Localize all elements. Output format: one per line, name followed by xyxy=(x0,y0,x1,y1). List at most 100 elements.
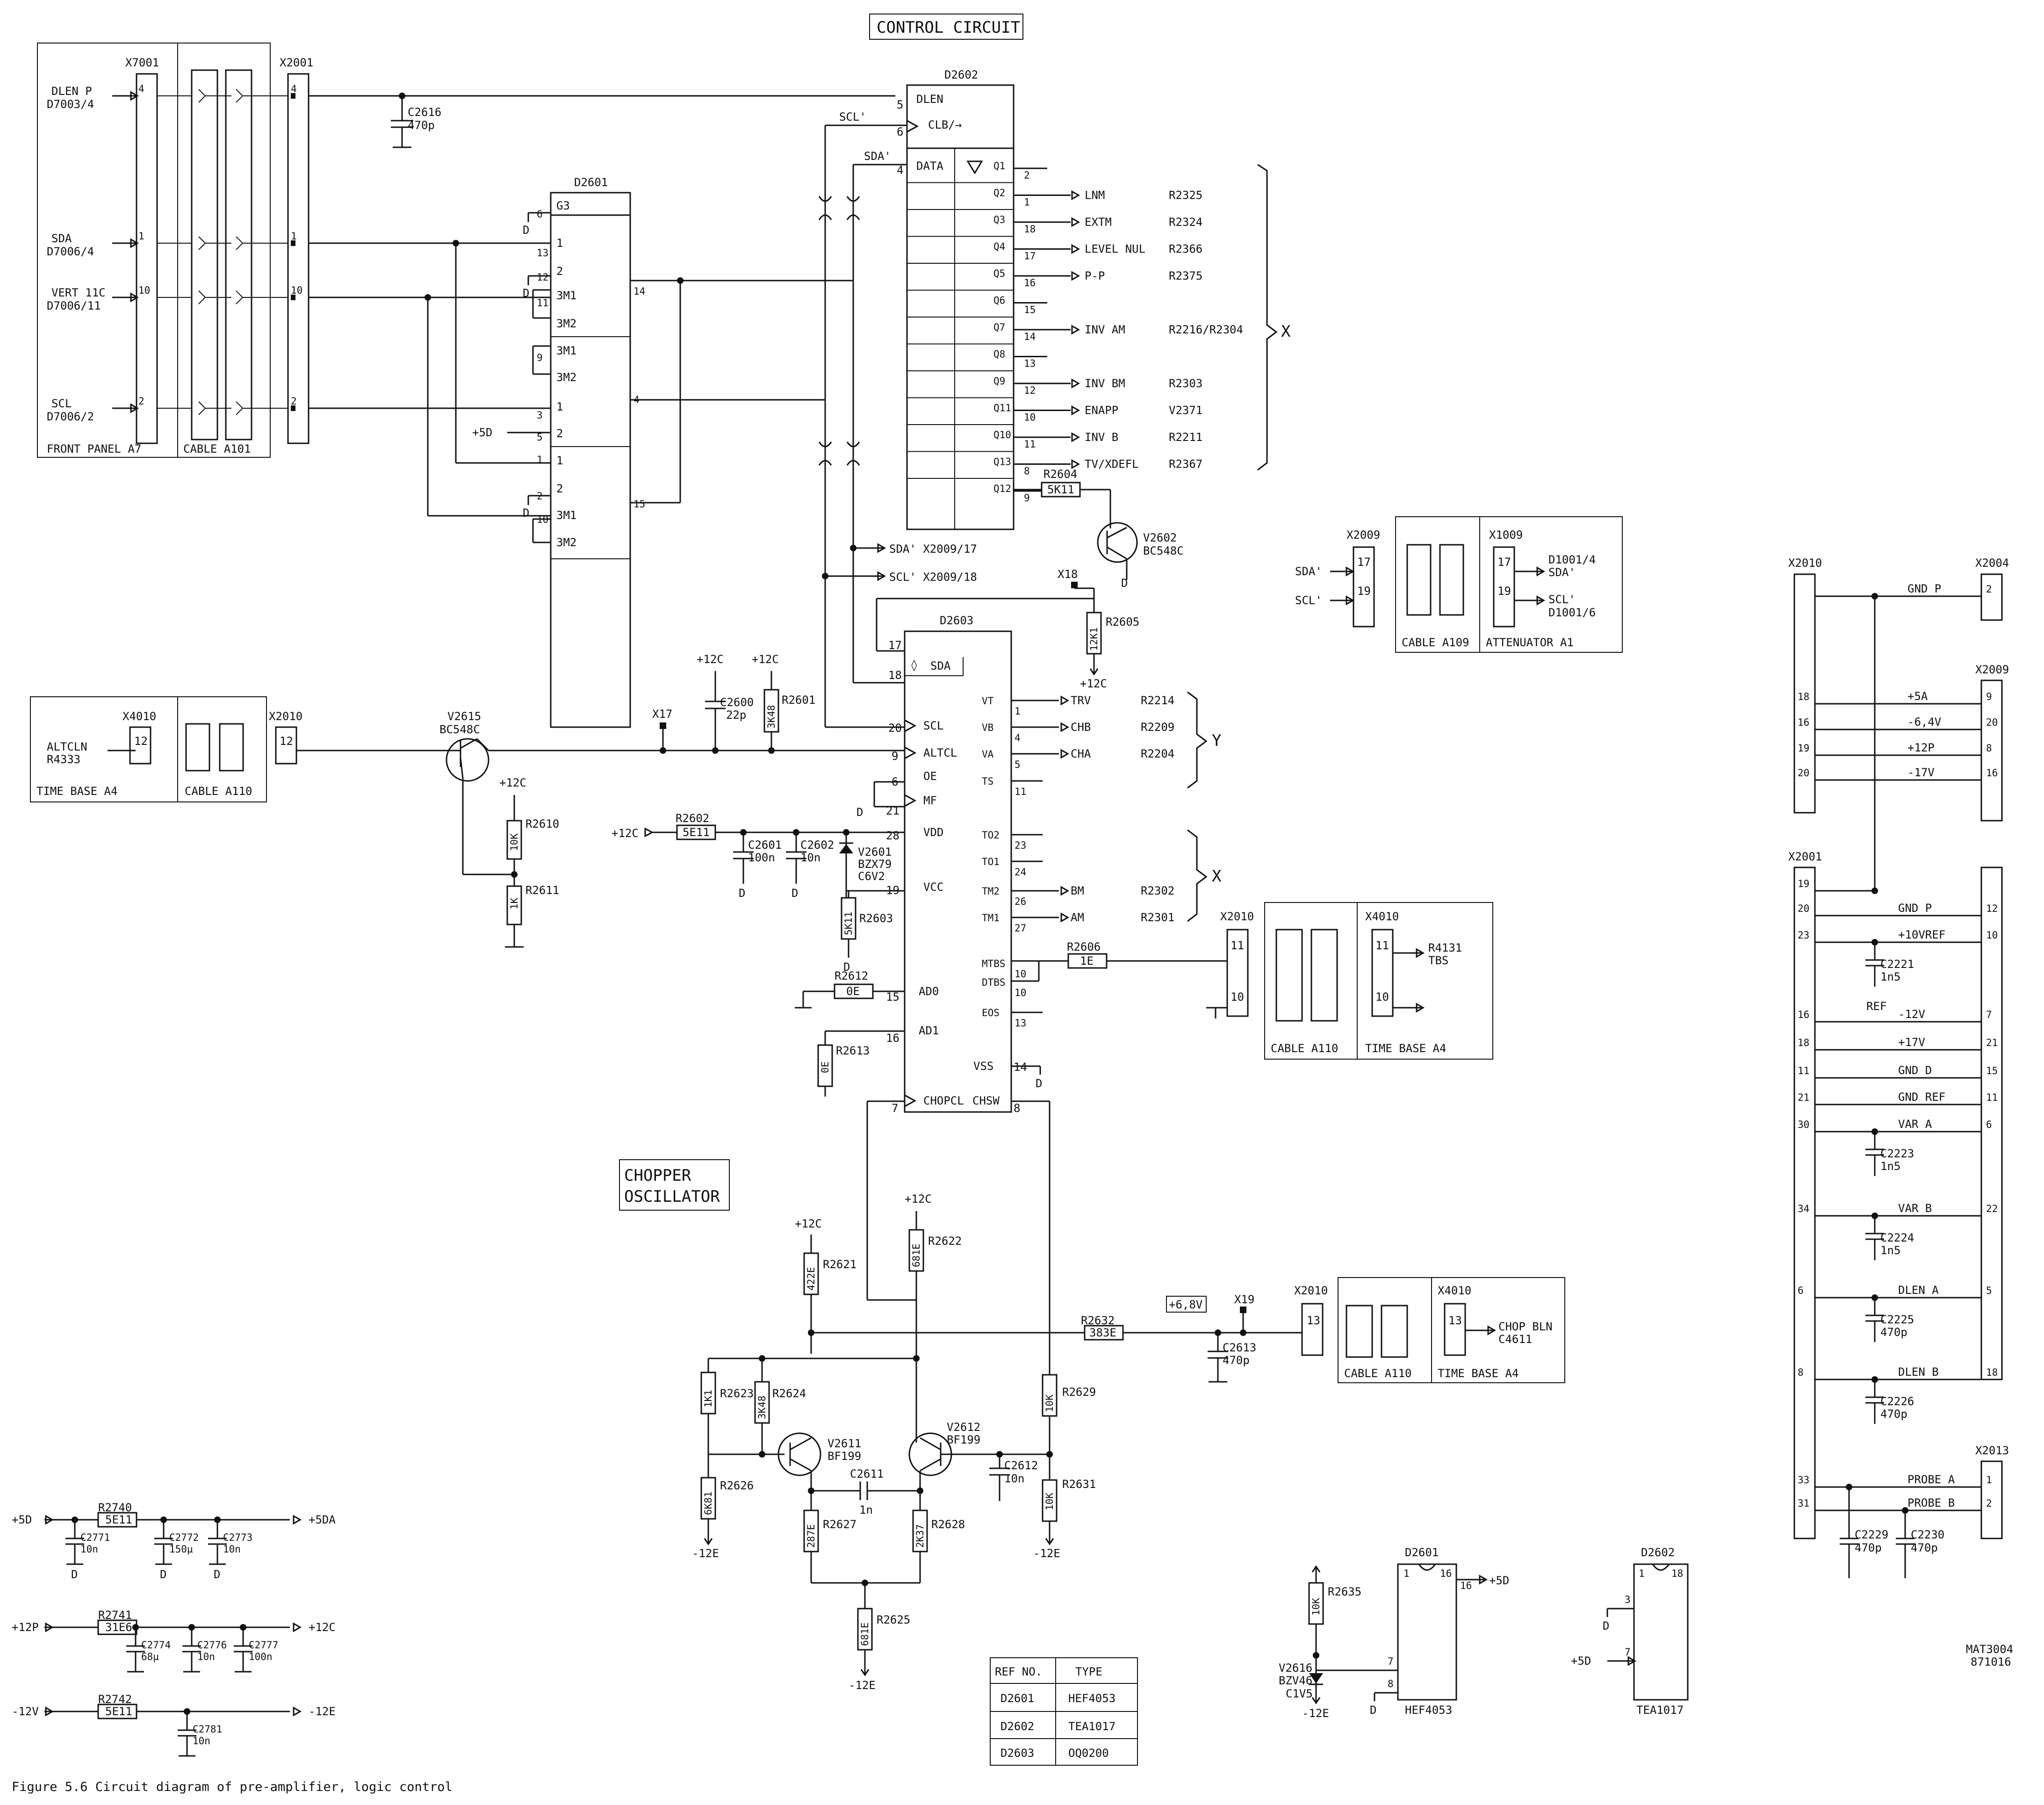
svg-text:16: 16 xyxy=(1460,1580,1472,1591)
bus-pin-left: 30 xyxy=(1798,1119,1809,1130)
x2010-pin11: 11 xyxy=(1231,939,1244,952)
attenuator-sda-ref: D1001/4 xyxy=(1548,553,1596,566)
x2009-scl: SCL' xyxy=(1295,594,1322,607)
r2626-value: 6K81 xyxy=(703,1491,714,1515)
front-signal-name: SCL xyxy=(51,397,72,410)
x4010-pin11: 11 xyxy=(1375,939,1389,952)
d2601-pin: 6 xyxy=(537,209,543,220)
d2601-pin: 5 xyxy=(537,432,543,443)
filter-resistor-label: R2742 xyxy=(98,1693,132,1706)
d2603-pin: 26 xyxy=(1015,896,1026,907)
attenuator-label: ATTENUATOR A1 xyxy=(1486,636,1574,649)
bus-pin-right: 5 xyxy=(1986,1285,1992,1296)
probe-cap-label: C2230 xyxy=(1911,1528,1944,1541)
filter-cap-value: 150µ xyxy=(169,1544,193,1555)
filter-cap-value: 10n xyxy=(193,1735,210,1747)
x2010-pin10: 10 xyxy=(1231,990,1244,1004)
d2601-pin: 9 xyxy=(537,352,543,363)
d2602-pin6: 6 xyxy=(897,125,903,138)
d2603-signal: CHB xyxy=(1071,721,1091,734)
r2622-label: R2622 xyxy=(928,1235,962,1248)
r2624-label: R2624 xyxy=(772,1387,806,1400)
v2601-type: BZX79 xyxy=(858,858,892,871)
v2611-type: BF199 xyxy=(828,1450,861,1463)
bus-cap-value: 1n5 xyxy=(1880,970,1900,983)
d2602-ref: R2366 xyxy=(1169,243,1202,256)
v2612-type: BF199 xyxy=(947,1433,980,1446)
svg-text:19: 19 xyxy=(1497,585,1511,598)
ref-table-cell: D2601 xyxy=(1000,1692,1034,1705)
front-signal-name: SDA xyxy=(51,232,72,245)
rail-5d-d2601: +5D xyxy=(472,426,492,439)
probe-cap-value: 470p xyxy=(1911,1541,1938,1554)
d2602-pin: 17 xyxy=(1024,251,1036,262)
d2601-pin: 15 xyxy=(633,498,645,510)
svg-text:17: 17 xyxy=(1497,556,1511,569)
d2602-pin4: 4 xyxy=(897,164,903,177)
rail-m12e-v2616: -12E xyxy=(1302,1707,1329,1720)
d2603-ad1: AD1 xyxy=(919,1024,939,1037)
rail-12c-r2605: +12C xyxy=(1080,677,1107,690)
d2603-pin17: 17 xyxy=(888,639,902,652)
bus-pin-right: 12 xyxy=(1986,903,1998,914)
bus-cap-value: 1n5 xyxy=(1880,1244,1900,1257)
x2013-label: X2013 xyxy=(1975,1444,2009,1457)
v2616-voltage: C1V5 xyxy=(1286,1687,1313,1700)
rail-12c-r2622: +12C xyxy=(905,1192,932,1206)
d2602-signal: INV AM xyxy=(1085,323,1125,336)
bus-signal: GND P xyxy=(1907,582,1941,595)
filter-cap-label: C2781 xyxy=(193,1724,222,1735)
filter-ground: D xyxy=(214,1568,220,1581)
test-point-x17: X17 xyxy=(652,708,672,721)
d2603-pin: 11 xyxy=(1015,786,1026,797)
test-point-x19: X19 xyxy=(1234,1293,1254,1306)
filter-input: -12V xyxy=(12,1705,39,1718)
vss-ground: D xyxy=(1036,1077,1042,1090)
bus-pin-left: 6 xyxy=(1798,1285,1804,1296)
x4010-label-mid: X4010 xyxy=(1365,910,1399,923)
c2613-value: 470p xyxy=(1223,1354,1250,1367)
d2602-ref: V2371 xyxy=(1169,404,1202,417)
d2603-pin: 10 xyxy=(1015,987,1026,998)
d2603-pin14: 14 xyxy=(1014,1061,1027,1074)
d2602-q-label: Q13 xyxy=(993,456,1011,468)
x4010-label-left: X4010 xyxy=(122,710,156,723)
d2603-ad0: AD0 xyxy=(919,985,939,998)
ref-table-cell: HEF4053 xyxy=(1068,1692,1116,1705)
d2603-pin: 5 xyxy=(1015,759,1021,770)
d2603-out-label: TO2 xyxy=(982,830,1000,841)
d2602-q-label: Q7 xyxy=(993,322,1005,333)
bus-pin-right: 10 xyxy=(1986,930,1998,941)
bus-pin-left: 34 xyxy=(1798,1203,1809,1214)
d2602-ref: R2211 xyxy=(1169,431,1202,444)
r2625-label: R2625 xyxy=(877,1613,910,1626)
x2001-label-right: X2001 xyxy=(1788,850,1822,863)
r2612-label: R2612 xyxy=(835,969,868,982)
altcln-ref: R4333 xyxy=(47,753,80,766)
r2610-value: 10K xyxy=(509,833,520,851)
d2603-vdd: VDD xyxy=(923,826,943,839)
d2603-sda-symbol: ◊ xyxy=(911,658,917,671)
chopper-title-1: CHOPPER xyxy=(624,1166,691,1185)
filter-output: -12E xyxy=(309,1705,336,1718)
cable-a110-left-label: CABLE A110 xyxy=(185,785,252,798)
crossings xyxy=(818,196,860,466)
filter-input: +12P xyxy=(12,1621,39,1634)
r2632-label: R2632 xyxy=(1081,1314,1115,1327)
bus-pin-left: 16 xyxy=(1798,1009,1809,1020)
r2613-label: R2613 xyxy=(836,1044,870,1057)
d2603-pin: 13 xyxy=(1015,1018,1026,1029)
d2603-pin28: 28 xyxy=(886,829,900,842)
group-x-label: X xyxy=(1281,322,1291,341)
cable-a110-mid-label: CABLE A110 xyxy=(1271,1042,1339,1055)
r2603-value: 5K11 xyxy=(843,911,854,935)
svg-text:8: 8 xyxy=(1388,1678,1394,1689)
filter-cap-label: C2774 xyxy=(141,1639,171,1651)
front-signal-ref: D7003/4 xyxy=(47,98,94,111)
r2635-label: R2635 xyxy=(1328,1585,1361,1598)
d2602-signal: INV B xyxy=(1085,431,1118,444)
r2623-value: 1K1 xyxy=(703,1390,714,1408)
d2603-ref: R2204 xyxy=(1141,747,1174,760)
